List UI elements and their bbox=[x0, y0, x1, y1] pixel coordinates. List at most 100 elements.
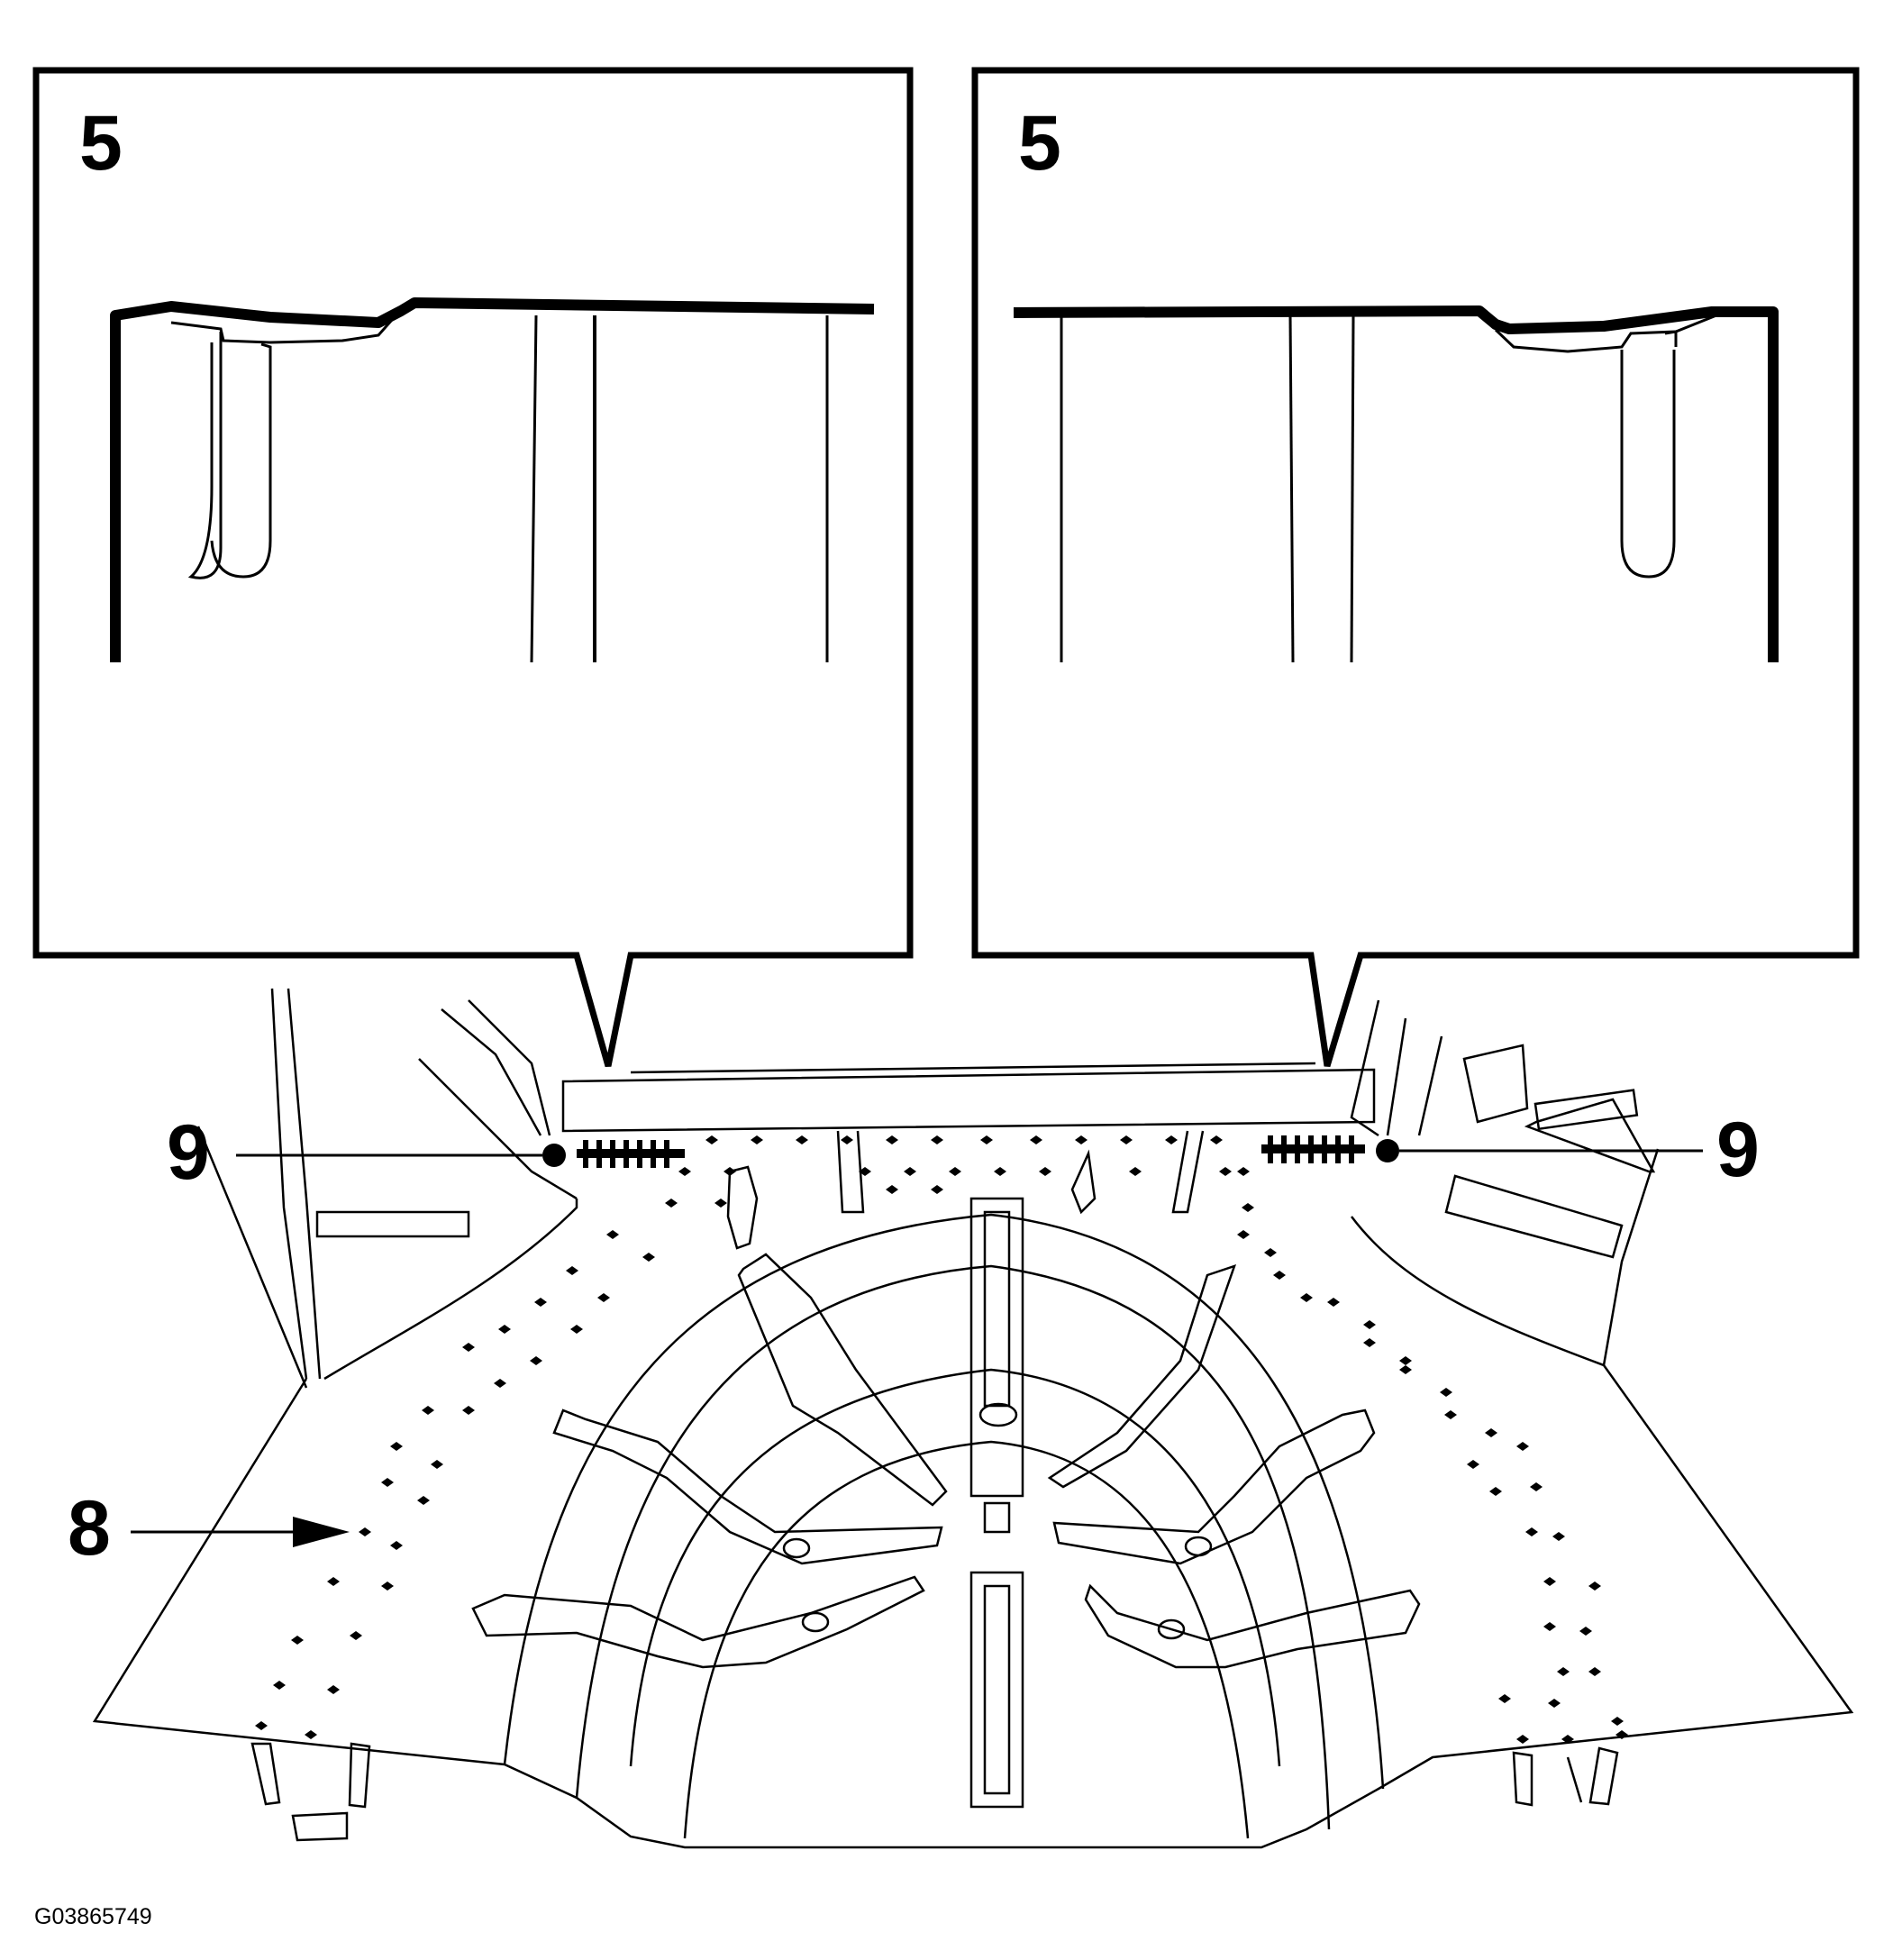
rivet-dot bbox=[1237, 1167, 1250, 1176]
rivet-dot bbox=[751, 1135, 763, 1144]
rivet-dot bbox=[705, 1135, 718, 1144]
rivet-dot bbox=[305, 1730, 317, 1739]
rivet-dot bbox=[886, 1185, 898, 1194]
rivet-dot bbox=[1440, 1388, 1452, 1397]
left-inset-callout-frame bbox=[32, 67, 914, 1067]
rivet-dot bbox=[642, 1253, 655, 1262]
rivet-dot bbox=[1489, 1487, 1502, 1496]
rivet-dot bbox=[417, 1496, 430, 1505]
rivet-dot bbox=[1498, 1694, 1511, 1703]
center-channel-upper bbox=[969, 1197, 1024, 1498]
rivet-dot bbox=[431, 1460, 443, 1469]
rivet-dot bbox=[534, 1298, 547, 1307]
left-support-feet bbox=[250, 1742, 371, 1842]
rivet-dot bbox=[1516, 1442, 1529, 1451]
right-inset-number-label: 5 bbox=[1018, 100, 1061, 187]
rivet-dot bbox=[841, 1135, 853, 1144]
left-detail-inset: 5 bbox=[32, 67, 914, 1067]
rivet-dot bbox=[1611, 1717, 1624, 1726]
rear-crossmember bbox=[561, 1068, 1376, 1133]
rear-floor-assembly bbox=[92, 988, 1854, 1849]
rivet-dot bbox=[381, 1478, 394, 1487]
rivet-dot bbox=[1552, 1532, 1565, 1541]
rivet-dot bbox=[980, 1135, 993, 1144]
rivet-dot bbox=[1588, 1667, 1601, 1676]
rivet-dot bbox=[1210, 1135, 1223, 1144]
right-inset-section-drawing bbox=[1013, 305, 1779, 663]
figure-code: G03865749 bbox=[34, 1904, 152, 1929]
rivet-dot bbox=[931, 1135, 943, 1144]
rivet-dot bbox=[1219, 1167, 1232, 1176]
rivet-dot bbox=[273, 1681, 286, 1690]
rivet-dot bbox=[994, 1167, 1006, 1176]
center-channel-lower bbox=[969, 1571, 1024, 1809]
left-weld-seam bbox=[542, 1140, 685, 1168]
rivet-dot bbox=[606, 1230, 619, 1239]
rivet-dot bbox=[597, 1293, 610, 1302]
rivet-dot bbox=[1120, 1135, 1133, 1144]
rivet-dot bbox=[291, 1636, 304, 1645]
floor-outline bbox=[92, 1364, 1854, 1849]
rivet-dot bbox=[1561, 1735, 1574, 1744]
rivet-dot bbox=[1399, 1356, 1412, 1365]
rivet-dot bbox=[1363, 1320, 1376, 1329]
spare-well-outer-arc bbox=[503, 1213, 1385, 1790]
rivet-dot bbox=[1579, 1627, 1592, 1636]
right-upper-bracket bbox=[1047, 1264, 1237, 1489]
rivet-dot bbox=[904, 1167, 916, 1176]
rivet-dot bbox=[422, 1406, 434, 1415]
rivet-dot bbox=[1557, 1667, 1570, 1676]
rivet-dot bbox=[1399, 1365, 1412, 1374]
rivet-dot bbox=[678, 1167, 691, 1176]
rivet-dot bbox=[931, 1185, 943, 1194]
rivet-dot bbox=[949, 1167, 961, 1176]
rivet-dot bbox=[1485, 1428, 1497, 1437]
rivet-dot bbox=[462, 1343, 475, 1352]
rivet-dot bbox=[359, 1527, 371, 1536]
rivet-dot bbox=[566, 1266, 578, 1275]
rivet-dot bbox=[1588, 1582, 1601, 1591]
rivet-dot bbox=[1530, 1482, 1543, 1491]
right-detail-inset: 5 bbox=[971, 67, 1860, 1068]
left-inset-section-drawing bbox=[110, 297, 875, 663]
rivet-dot bbox=[1075, 1135, 1088, 1144]
rivet-dot bbox=[327, 1685, 340, 1694]
rivet-dot bbox=[1467, 1460, 1479, 1469]
rivet-dot bbox=[886, 1135, 898, 1144]
rivet-dot bbox=[714, 1199, 727, 1208]
rivet-dot bbox=[1242, 1203, 1254, 1212]
left-inset-number-label: 5 bbox=[79, 100, 123, 187]
rivet-dot bbox=[1543, 1577, 1556, 1586]
rivet-dot bbox=[796, 1135, 808, 1144]
floor-rivet-pattern bbox=[255, 1135, 1628, 1744]
rivet-dot bbox=[1525, 1527, 1538, 1536]
left-upper-bracket bbox=[737, 1253, 948, 1507]
rivet-dot bbox=[1300, 1293, 1313, 1302]
rivet-dot bbox=[1327, 1298, 1340, 1307]
right-weld-seam bbox=[1261, 1135, 1399, 1163]
rivet-dot bbox=[498, 1325, 511, 1334]
rivet-dot bbox=[390, 1541, 403, 1550]
rivet-dot bbox=[462, 1406, 475, 1415]
rivet-dot bbox=[570, 1325, 583, 1334]
left-lower-bracket bbox=[471, 1575, 925, 1669]
right-lower-bracket bbox=[1084, 1583, 1421, 1669]
rivet-dot bbox=[381, 1582, 394, 1591]
rivet-dot bbox=[1030, 1135, 1042, 1144]
rivet-dot bbox=[255, 1721, 268, 1730]
rivet-dot bbox=[1039, 1167, 1051, 1176]
rivet-dot bbox=[724, 1167, 736, 1176]
rivet-dot bbox=[1543, 1622, 1556, 1631]
rivet-dot bbox=[1273, 1271, 1286, 1280]
rivet-dot bbox=[1264, 1248, 1277, 1257]
rivet-dot bbox=[1548, 1699, 1561, 1708]
rivet-dot bbox=[530, 1356, 542, 1365]
rivet-dot bbox=[1165, 1135, 1178, 1144]
rivet-dot bbox=[665, 1199, 678, 1208]
rivet-dot bbox=[1615, 1730, 1628, 1739]
rivet-dot bbox=[350, 1631, 362, 1640]
rivet-dot bbox=[1237, 1230, 1250, 1239]
rivet-dot bbox=[1129, 1167, 1142, 1176]
floor-arrowhead bbox=[293, 1517, 350, 1547]
